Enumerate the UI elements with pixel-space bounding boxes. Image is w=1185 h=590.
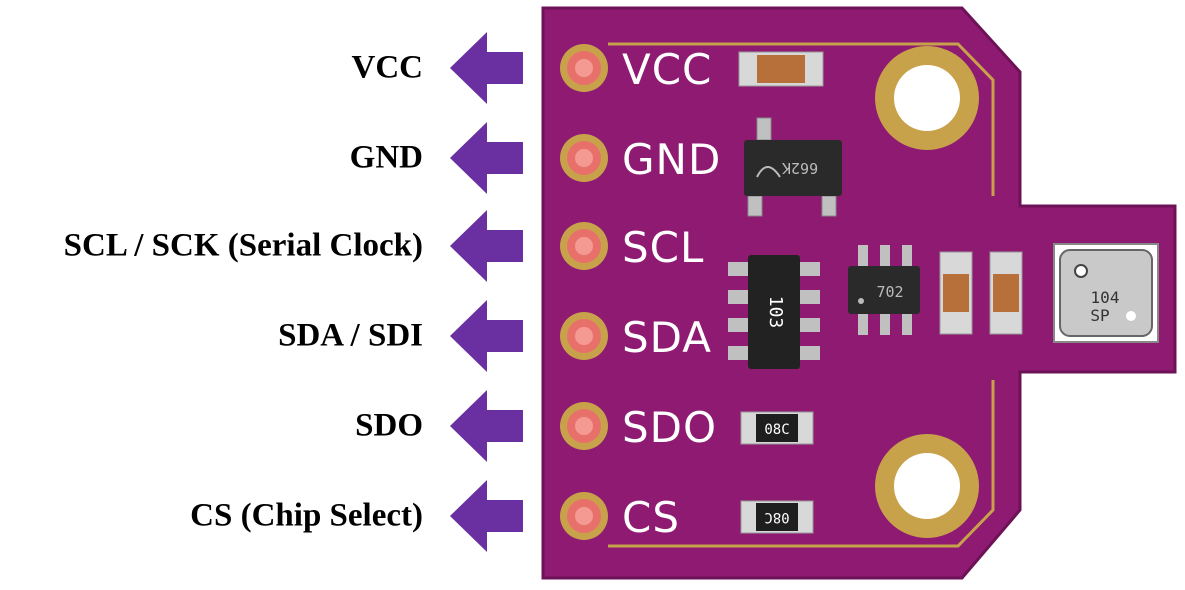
pin-description-sdo: SDO (355, 407, 423, 444)
regulator-chip: 702 (848, 245, 920, 335)
arrow-scl (450, 210, 523, 282)
pin-pad-sda (560, 312, 608, 360)
pin-description-sda: SDA / SDI (278, 317, 423, 354)
board-pin-label-sda: SDA (622, 313, 712, 362)
pressure-sensor: 104 SP (1053, 243, 1159, 343)
sensor-marking-line2: SP (1090, 306, 1109, 325)
capacitor-vcc (738, 51, 824, 87)
board-pin-label-gnd: GND (622, 135, 721, 184)
pin-description-scl: SCL / SCK (Serial Clock) (63, 227, 423, 264)
resistor-cs-marking: 08C (764, 509, 789, 525)
arrow-sda (450, 300, 523, 372)
pin-description-gnd: GND (349, 139, 423, 176)
pin-description-cs: CS (Chip Select) (190, 497, 423, 534)
sensor-marking-line1: 104 (1091, 288, 1120, 307)
board-pin-label-vcc: VCC (622, 45, 712, 94)
resistor-array: 103 (728, 255, 820, 369)
transistor-sot23: 662K (744, 117, 842, 217)
pin-pad-gnd (560, 134, 608, 182)
resistor-cs: 08C (740, 500, 814, 534)
resistor-array-marking: 103 (765, 296, 786, 329)
board-pin-label-sdo: SDO (622, 403, 717, 452)
capacitor-left (939, 251, 973, 335)
pin-pad-cs (560, 492, 608, 540)
resistor-sdo-marking: 08C (764, 422, 789, 438)
regulator-marking: 702 (876, 283, 903, 301)
pin-pad-vcc (560, 44, 608, 92)
arrow-gnd (450, 122, 523, 194)
mounting-hole-bottom (875, 434, 979, 538)
board-pin-label-cs: CS (622, 493, 680, 542)
capacitor-right (989, 251, 1023, 335)
pin-description-vcc: VCC (351, 49, 424, 86)
mounting-hole-top (875, 46, 979, 150)
transistor-marking: 662K (782, 159, 818, 177)
silkscreen-border-top (608, 42, 995, 196)
resistor-sdo: 08C (740, 411, 814, 445)
arrow-cs (450, 480, 523, 552)
pin-pad-sdo (560, 402, 608, 450)
board-pin-label-scl: SCL (622, 223, 704, 272)
arrow-vcc (450, 32, 523, 104)
pin-pad-scl (560, 222, 608, 270)
arrow-sdo (450, 390, 523, 462)
silkscreen-border-bottom (608, 380, 995, 548)
